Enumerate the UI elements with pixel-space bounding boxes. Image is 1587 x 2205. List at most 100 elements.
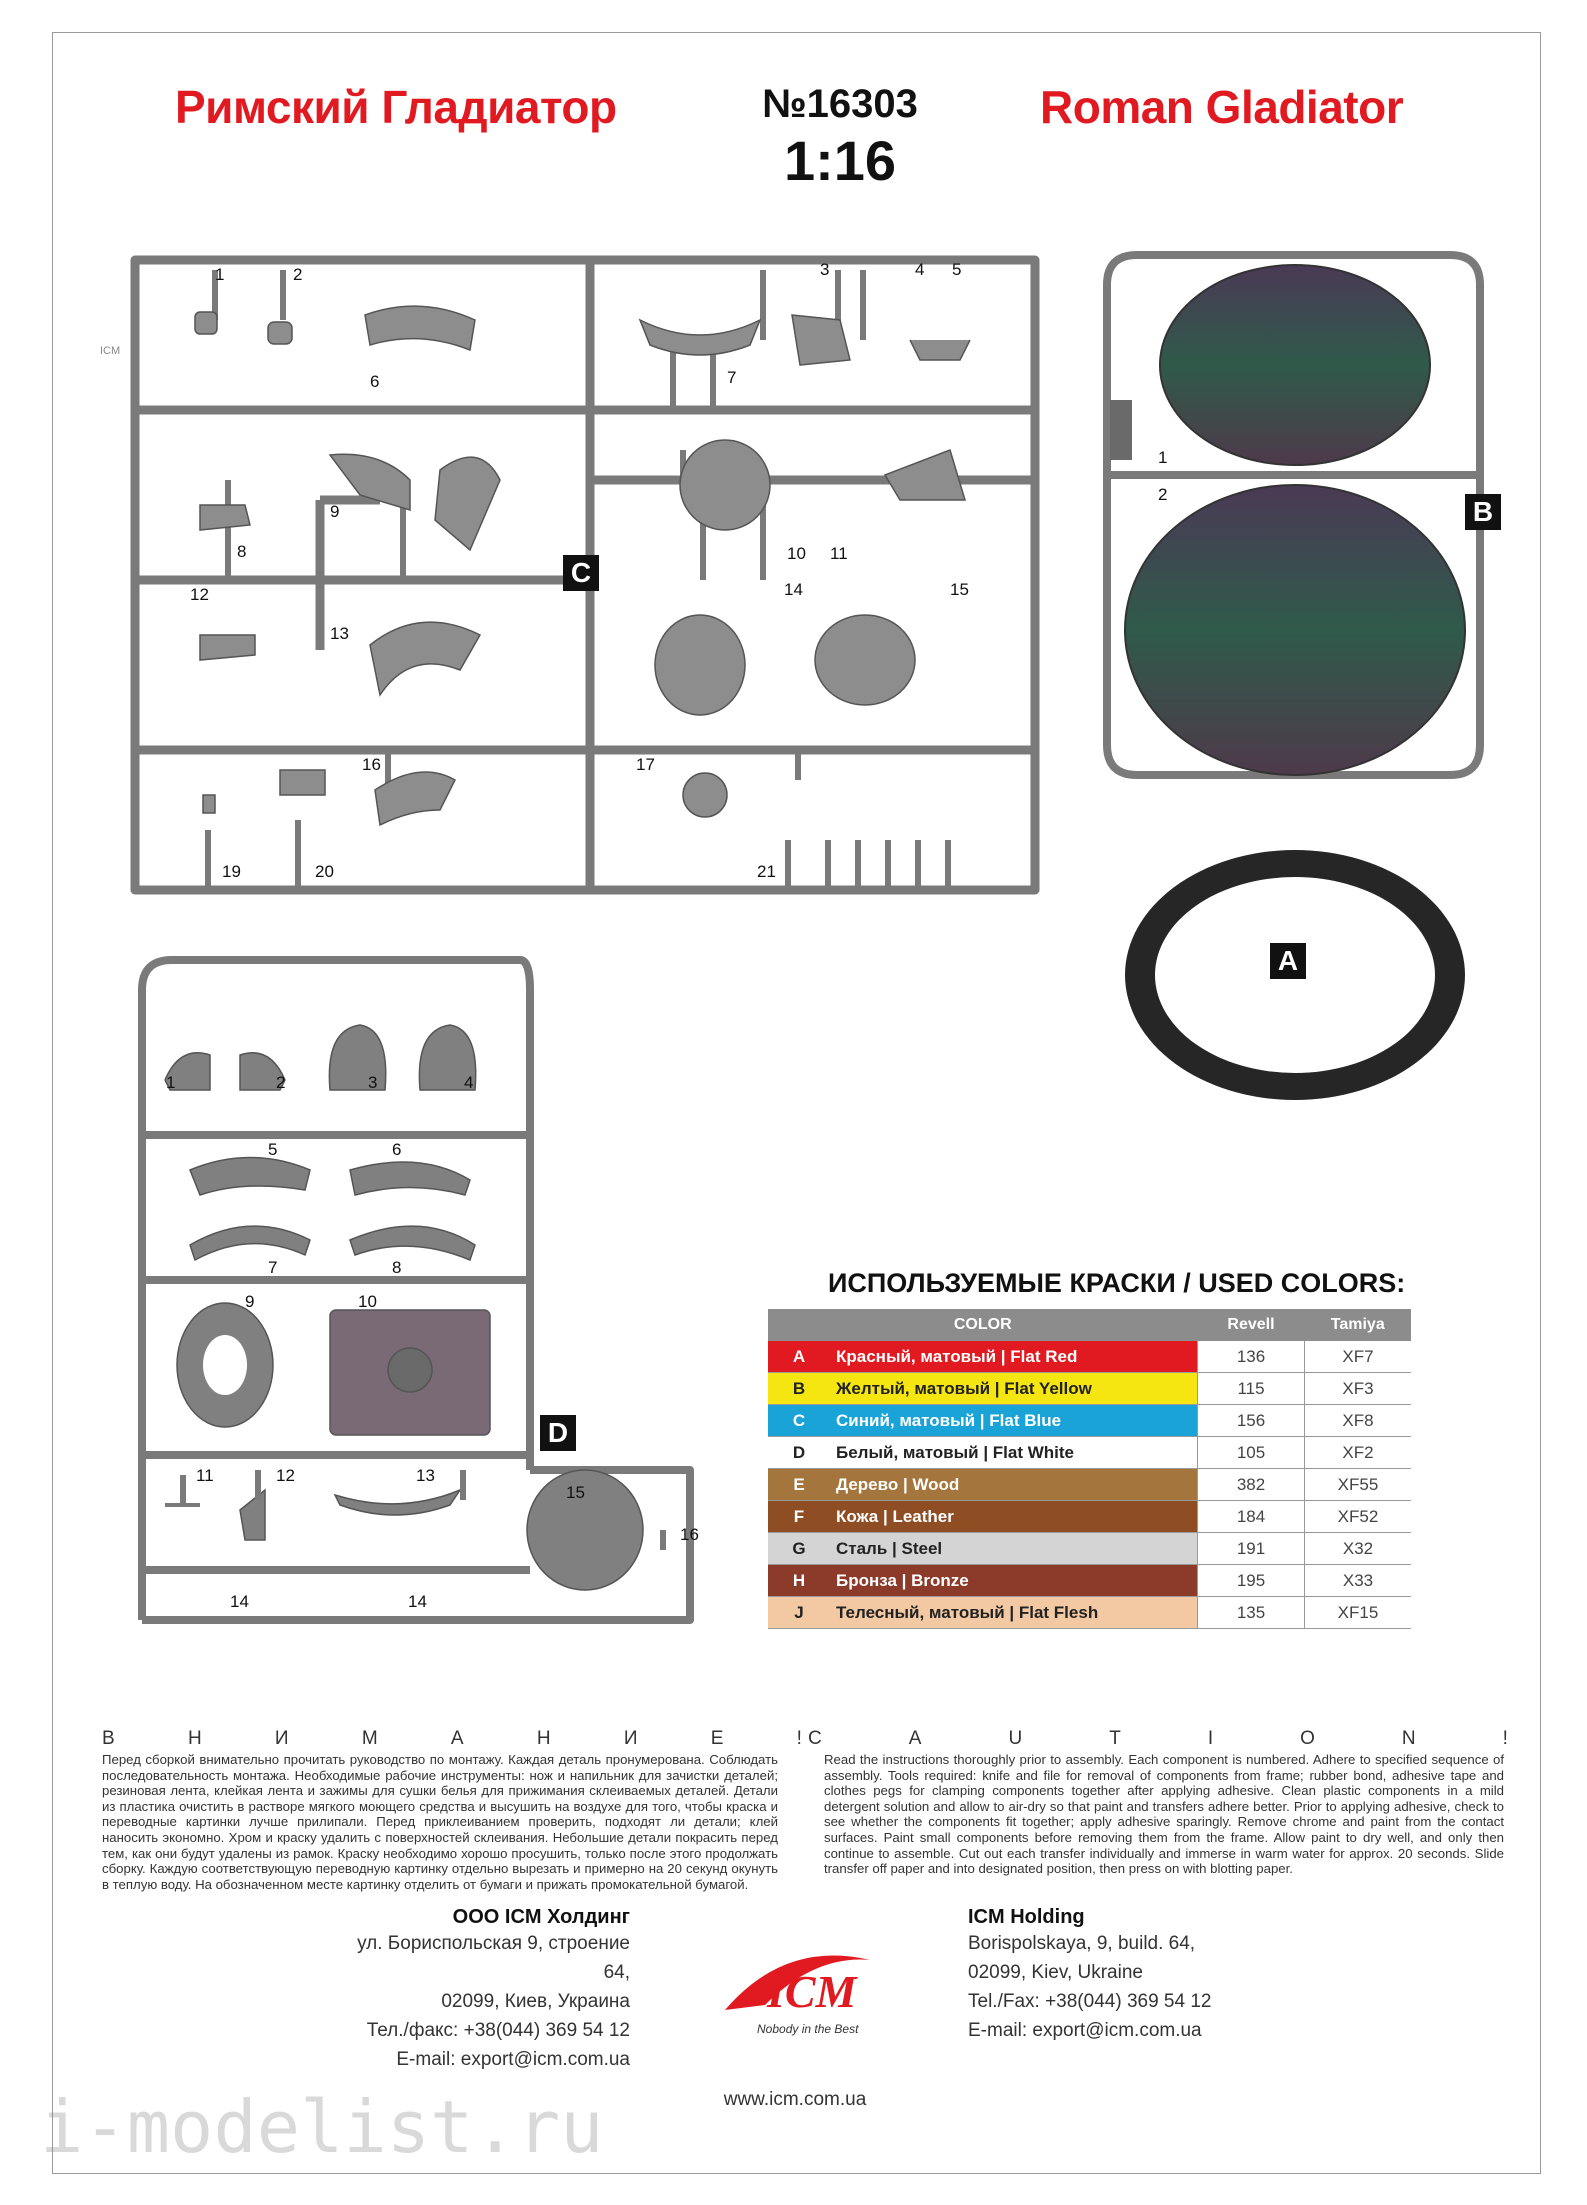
color-name: Телесный, матовый | Flat Flesh bbox=[830, 1596, 1198, 1629]
company-name-en: ICM Holding bbox=[968, 1906, 1085, 1928]
part-c-19: 19 bbox=[222, 862, 241, 881]
part-d-15: 15 bbox=[566, 1483, 585, 1502]
kit-number: №16303 bbox=[762, 82, 918, 126]
logo-tagline: Nobody in the Best bbox=[757, 2022, 859, 2036]
address-line2-ru: 02099, Киев, Украина bbox=[441, 1991, 630, 2012]
title-english: Roman Gladiator bbox=[1040, 81, 1404, 133]
part-d-5: 5 bbox=[268, 1140, 278, 1159]
part-d-3: 3 bbox=[368, 1073, 378, 1092]
part-d-16: 16 bbox=[680, 1525, 699, 1544]
part-d-14-right: 14 bbox=[408, 1592, 427, 1611]
sprue-b-letter: B bbox=[1465, 494, 1501, 530]
color-name: Желтый, матовый | Flat Yellow bbox=[830, 1372, 1198, 1405]
tamiya-code: XF55 bbox=[1304, 1468, 1411, 1501]
website-link[interactable]: www.icm.com.ua bbox=[723, 2089, 867, 2110]
sprue-d-letter: D bbox=[540, 1415, 576, 1451]
color-code: B bbox=[768, 1372, 830, 1405]
part-c-6: 6 bbox=[370, 372, 380, 391]
warning-letter: ! bbox=[1502, 1728, 1508, 1749]
part-d-1: 1 bbox=[166, 1073, 176, 1092]
part-c-5: 5 bbox=[952, 260, 962, 279]
tamiya-code: XF2 bbox=[1304, 1436, 1411, 1469]
warning-letter: Н bbox=[187, 1728, 202, 1749]
color-name: Синий, матовый | Flat Blue bbox=[830, 1404, 1198, 1437]
warning-letter: И bbox=[274, 1728, 289, 1749]
part-d-14-left: 14 bbox=[230, 1592, 249, 1611]
color-code: J bbox=[768, 1596, 830, 1629]
sprue-b-diagram bbox=[1103, 251, 1484, 779]
part-c-3: 3 bbox=[820, 260, 830, 279]
part-d-13: 13 bbox=[416, 1466, 435, 1485]
color-code: A bbox=[768, 1341, 830, 1373]
warning-letter: Е bbox=[710, 1728, 724, 1749]
tamiya-code: XF52 bbox=[1304, 1500, 1411, 1533]
watermark-text: i-modelist.ru bbox=[40, 2085, 604, 2169]
company-block-ru: ООО ICM Холдинг ул. Бориспольская 9, стр… bbox=[330, 1906, 630, 2074]
part-c-7: 7 bbox=[727, 368, 737, 387]
part-c-8: 8 bbox=[237, 542, 247, 561]
tamiya-code: XF8 bbox=[1304, 1404, 1411, 1437]
colors-title: ИСПОЛЬЗУЕМЫЕ КРАСКИ / USED COLORS: bbox=[828, 1268, 1406, 1298]
warning-letter: O bbox=[1300, 1728, 1315, 1749]
part-c-17: 17 bbox=[636, 755, 655, 774]
revell-code: 195 bbox=[1197, 1564, 1305, 1597]
part-c-9: 9 bbox=[330, 502, 340, 521]
warning-text-en: Read the instructions thoroughly prior t… bbox=[824, 1752, 1504, 1877]
phone-ru: Тел./факс: +38(044) 369 54 12 bbox=[366, 2020, 630, 2041]
part-c-21: 21 bbox=[757, 862, 776, 881]
revell-code: 105 bbox=[1197, 1436, 1305, 1469]
tamiya-code: XF15 bbox=[1304, 1596, 1411, 1629]
warning-letter: U bbox=[1008, 1728, 1023, 1749]
sprue-c-letter: C bbox=[563, 555, 599, 591]
sprue-c-marking: ICM bbox=[100, 345, 121, 357]
address-line1-ru: ул. Бориспольская 9, строение 64, bbox=[357, 1933, 630, 1983]
revell-code: 136 bbox=[1197, 1341, 1305, 1373]
title-russian: Римский Гладиатор bbox=[175, 81, 617, 133]
colors-header-revell: Revell bbox=[1197, 1309, 1305, 1341]
part-c-11: 11 bbox=[830, 544, 848, 563]
part-c-15: 15 bbox=[950, 580, 969, 599]
warning-letter: ! bbox=[796, 1728, 802, 1749]
color-name: Сталь | Steel bbox=[830, 1532, 1198, 1565]
part-c-2: 2 bbox=[293, 265, 303, 284]
part-c-4: 4 bbox=[915, 260, 925, 279]
part-c-10: 10 bbox=[787, 544, 806, 563]
color-name: Дерево | Wood bbox=[830, 1468, 1198, 1501]
sprue-d-diagram bbox=[138, 956, 694, 1624]
tamiya-code: X33 bbox=[1304, 1564, 1411, 1597]
color-name: Красный, матовый | Flat Red bbox=[830, 1341, 1198, 1373]
company-block-en: ICM Holding Borispolskaya, 9, build. 64,… bbox=[968, 1906, 1211, 2045]
part-b-2: 2 bbox=[1158, 485, 1168, 504]
sprue-a-letter: A bbox=[1270, 943, 1306, 979]
address-line2-en: 02099, Kiev, Ukraine bbox=[968, 1962, 1143, 1983]
email-ru: E-mail: export@icm.com.ua bbox=[396, 2049, 630, 2070]
address-line1-en: Borispolskaya, 9, build. 64, bbox=[968, 1933, 1196, 1954]
part-b-1: 1 bbox=[1158, 448, 1168, 467]
warning-letter: A bbox=[908, 1728, 922, 1749]
revell-code: 156 bbox=[1197, 1404, 1305, 1437]
part-d-12: 12 bbox=[276, 1466, 295, 1485]
company-name-ru: ООО ICM Холдинг bbox=[452, 1906, 630, 1928]
scale-label: 1:16 bbox=[783, 129, 897, 192]
tamiya-code: XF3 bbox=[1304, 1372, 1411, 1405]
color-name: Белый, матовый | Flat White bbox=[830, 1436, 1198, 1469]
revell-code: 135 bbox=[1197, 1596, 1305, 1629]
part-d-6: 6 bbox=[392, 1140, 402, 1159]
warning-letter: I bbox=[1207, 1728, 1214, 1749]
warning-letter: И bbox=[623, 1728, 638, 1749]
part-c-1: 1 bbox=[215, 265, 225, 284]
warning-letter: C bbox=[808, 1728, 822, 1749]
warning-letter: М bbox=[361, 1728, 378, 1749]
part-c-20: 20 bbox=[315, 862, 334, 881]
color-code: C bbox=[768, 1404, 830, 1437]
part-c-12: 12 bbox=[190, 585, 209, 604]
warning-letter: А bbox=[450, 1728, 464, 1749]
